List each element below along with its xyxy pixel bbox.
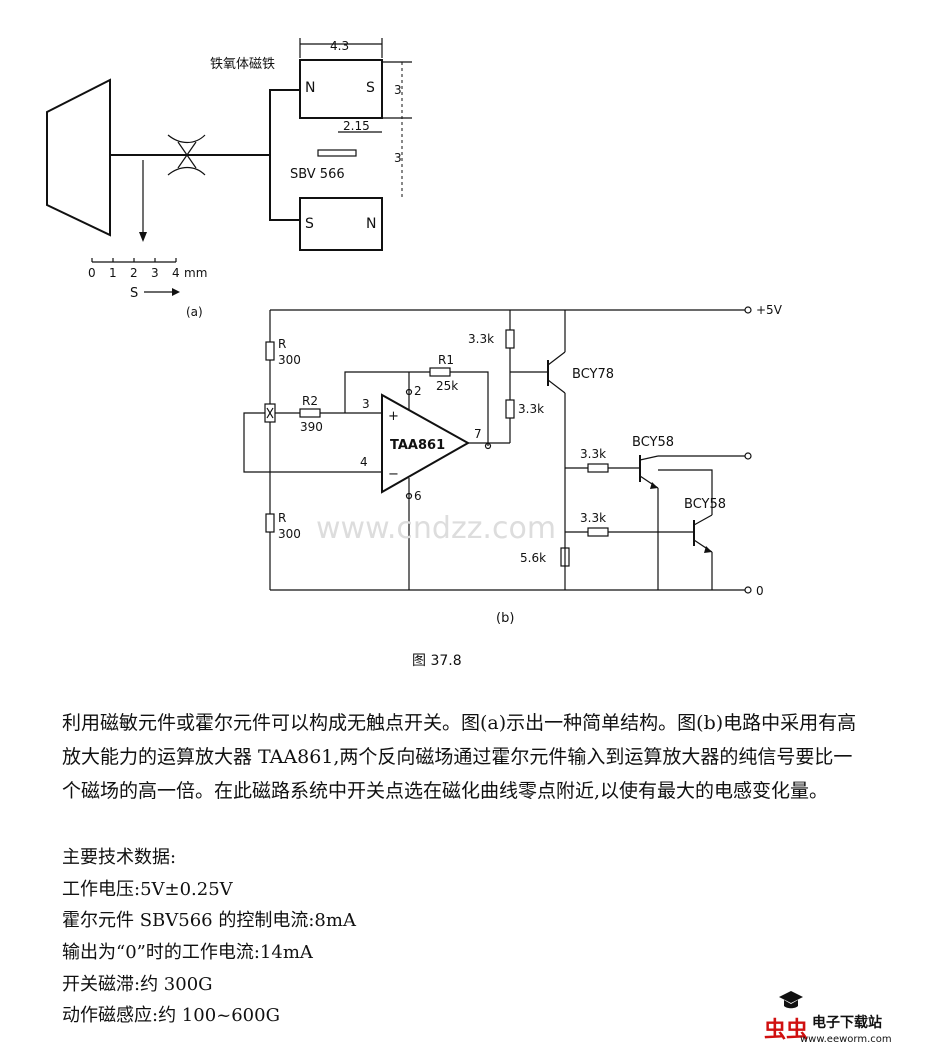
pin4-label: 4 — [360, 455, 368, 469]
panel-b: +5V 0 R 300 R 300 R2 390 3 4 + − TAA861 — [243, 303, 783, 626]
watermark: www.cndzz.com — [316, 511, 556, 546]
resistor-r1 — [429, 367, 451, 377]
spec-hysteresis: 开关磁滞:约 300G — [62, 974, 213, 995]
res-33k-d-label: 3.3k — [580, 511, 606, 525]
sensor-label: SBV 566 — [290, 167, 345, 182]
panel-b-label: (b) — [496, 611, 514, 626]
pin2-label: 2 — [414, 384, 422, 398]
resistor-33k-b — [505, 399, 515, 419]
scale-s-label: S — [130, 286, 138, 301]
opamp-plus: + — [388, 409, 399, 424]
graduation-cap-icon — [779, 991, 803, 1009]
scale-tick-4: 4 — [172, 266, 180, 280]
resistor-r-bot — [265, 513, 275, 533]
scale-tick-1: 1 — [109, 266, 117, 280]
res-56k-label: 5.6k — [520, 551, 546, 565]
opamp-triangle — [381, 393, 471, 494]
magnet-bottom-s: S — [305, 216, 314, 232]
figure-caption: 图 37.8 — [412, 653, 462, 669]
r1-value: 25k — [436, 379, 458, 393]
magnet-label: 铁氧体磁铁 — [210, 57, 275, 72]
vplus-label: +5V — [756, 303, 783, 317]
r-bot-label: R — [278, 511, 286, 525]
logo-site-name: 电子下载站 — [812, 1015, 882, 1031]
resistor-33k-a — [505, 329, 515, 349]
scale-tick-3: 3 — [151, 266, 159, 280]
r1-label: R1 — [438, 353, 454, 367]
spec-induction: 动作磁感应:约 100~600G — [62, 1005, 280, 1026]
scale-tick-0: 0 — [88, 266, 96, 280]
spec-title: 主要技术数据: — [62, 847, 177, 868]
gnd-label: 0 — [756, 584, 764, 598]
magnet-top-n: N — [305, 80, 315, 96]
panel-a: N S S N SBV 566 铁氧体磁铁 4.3 3 3 2.15 0 1 2… — [46, 38, 412, 319]
magnet-bottom-n: N — [366, 216, 376, 232]
r2-value: 390 — [300, 420, 323, 434]
coupling-symbol — [167, 134, 206, 176]
resistor-33k-c — [587, 463, 609, 473]
opamp-label: TAA861 — [390, 438, 445, 453]
panel-a-label: (a) — [186, 305, 203, 319]
circuit-figure: N S S N SBV 566 铁氧体磁铁 4.3 3 3 2.15 0 1 2… — [46, 38, 783, 669]
logo-brand: 虫虫 — [764, 1018, 809, 1043]
actuator-trapezoid — [46, 78, 111, 237]
spec-control-current: 霍尔元件 SBV566 的控制电流:8mA — [62, 910, 356, 931]
resistor-r2 — [299, 408, 321, 418]
r-bot-value: 300 — [278, 527, 301, 541]
spec-voltage: 工作电压:5V±0.25V — [62, 879, 233, 900]
body-paragraph: 利用磁敏元件或霍尔元件可以构成无触点开关。图(a)示出一种简单结构。图(b)电路… — [62, 706, 862, 808]
scale-unit: mm — [184, 266, 207, 280]
hall-sensor — [317, 149, 357, 157]
t1-label: BCY78 — [572, 367, 614, 382]
r-top-value: 300 — [278, 353, 301, 367]
resistor-33k-d — [587, 527, 609, 537]
resistor-r-top — [265, 341, 275, 361]
paragraph-1: 利用磁敏元件或霍尔元件可以构成无触点开关。图(a)示出一种简单结构。图(b)电路… — [62, 712, 857, 802]
magnet-bottom — [299, 197, 383, 251]
t3-label: BCY58 — [684, 497, 726, 512]
magnet-top-s: S — [366, 80, 375, 96]
pin3-label: 3 — [362, 397, 370, 411]
dim-gap: 2.15 — [343, 119, 370, 133]
resistor-56k — [560, 547, 570, 567]
dim-height-top: 3 — [394, 83, 402, 97]
dim-width: 4.3 — [330, 39, 349, 53]
r2-label: R2 — [302, 394, 318, 408]
t2-label: BCY58 — [632, 435, 674, 450]
logo-url: www.eeworm.com — [800, 1034, 892, 1045]
pin6-label: 6 — [414, 489, 422, 503]
dim-height-bottom: 3 — [394, 151, 402, 165]
res-33k-b-label: 3.3k — [518, 402, 544, 416]
res-33k-a-label: 3.3k — [468, 332, 494, 346]
scale-tick-2: 2 — [130, 266, 138, 280]
site-logo: 虫虫 电子下载站 www.eeworm.com — [764, 990, 914, 1050]
pin7-label: 7 — [474, 427, 482, 441]
spec-zero-current: 输出为“0”时的工作电流:14mA — [62, 942, 313, 963]
opamp-minus: − — [388, 467, 399, 482]
magnet-top — [299, 59, 383, 119]
r-top-label: R — [278, 337, 286, 351]
res-33k-c-label: 3.3k — [580, 447, 606, 461]
